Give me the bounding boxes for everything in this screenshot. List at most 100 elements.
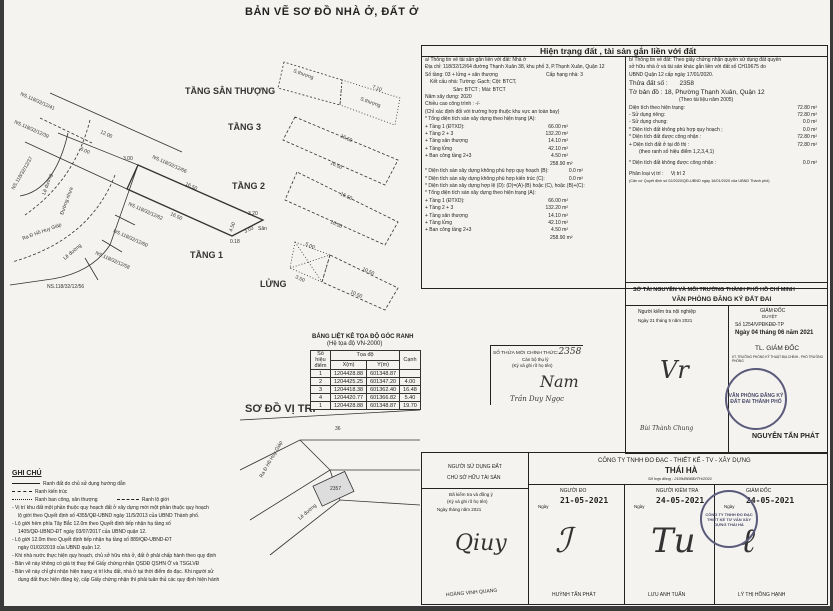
neighbor-label: NS.118/32/12/66 — [151, 154, 188, 175]
signature: Tu — [651, 521, 696, 561]
svg-text:36: 36 — [335, 426, 341, 432]
plot-rooftop — [277, 61, 343, 106]
svg-text:3.50: 3.50 — [294, 274, 306, 284]
note-item: - Bản vẽ này chỉ ghi nhận hiện trạng vị … — [12, 569, 214, 575]
status-panel — [421, 45, 828, 289]
svg-text:16.50: 16.50 — [184, 181, 198, 192]
note-item: - Vị trí khu đất một phần thuộc quy hoạc… — [12, 505, 209, 511]
svg-text:16.50: 16.50 — [329, 160, 343, 171]
svg-text:0.18: 0.18 — [230, 239, 240, 245]
svg-text:16.50: 16.50 — [339, 133, 353, 144]
sign-date: 24-05-2021 — [746, 496, 795, 505]
road-edge — [9, 164, 139, 286]
sign-date: 21-05-2021 — [560, 496, 609, 505]
area-row: + Tầng 1 (ĐTXD):66.00 m² — [425, 123, 568, 130]
land-area-row: - Sử dụng riêng:72.80 m² — [629, 112, 817, 119]
label-rooftop: TẦNG SÂN THƯỢNG — [185, 85, 275, 96]
land-area-row: * Diện tích đất không phù hợp quy hoạch … — [629, 126, 817, 133]
note-item: - Lộ giới 12.0m theo Quyết định tiếp nhậ… — [12, 537, 172, 543]
signer-name: HUỲNH TẤN PHÁT — [552, 592, 596, 598]
asset-info: a/ Thông tin về tài sản gắn liền với đất… — [425, 57, 623, 242]
neighbor-label: NS.118/32/12/58 — [94, 250, 131, 271]
location-map-lines — [239, 409, 421, 556]
signature: ℐ — [555, 521, 571, 561]
document-title: BẢN VẼ SƠ ĐỒ NHÀ Ở, ĐẤT Ở — [245, 6, 419, 18]
officer-name: Trần Duy Ngọc — [510, 395, 565, 403]
road-label: Đường nhựa — [59, 186, 75, 215]
svg-text:3.03: 3.03 — [243, 225, 255, 235]
neighbor-label: NS.118/32/12/41 — [19, 91, 56, 112]
inspector-signature: Vr — [660, 356, 689, 384]
signer-role: NGƯỜI ĐO — [560, 488, 587, 494]
svg-text:4.50: 4.50 — [228, 221, 237, 232]
road-edge — [19, 132, 69, 197]
svg-text:16.50: 16.50 — [329, 219, 343, 230]
location-map-parcel — [312, 470, 355, 507]
note-item: 1405/QĐ-UBND-ĐT ngày 03/07/2017 của UBND… — [18, 529, 147, 535]
neighbor-label: NS.118/32/12/60 — [112, 228, 149, 249]
signer-name: LÝ THỊ HỒNG HẠNH — [738, 592, 786, 598]
neighbor-label: NS.118/32/12/62 — [127, 201, 164, 222]
note-item: - Lộ giới hẻm phía Tây Bắc 12.0m theo Qu… — [12, 521, 171, 527]
neighbor-label: NS.118/32/12/56 — [47, 284, 84, 290]
svg-text:16.50: 16.50 — [169, 211, 183, 222]
svg-text:Lê đường: Lê đường — [297, 503, 318, 522]
inspector-name: Bùi Thành Chung — [640, 425, 694, 432]
svg-text:S.thượng: S.thượng — [359, 96, 381, 109]
neighbor-label: NS.118/32/12/39 — [13, 119, 50, 140]
plot-floor-3 — [282, 116, 399, 186]
owner-signature: Qiuy — [455, 531, 507, 556]
land-info: b/ Thông tin về đất: Theo giấy chứng nhậ… — [629, 57, 825, 186]
approval-number: Số 1254/VPĐKĐĐ-TP — [735, 322, 784, 328]
land-area-row: Diện tích theo hiện trạng:72.80 m² — [629, 104, 817, 111]
notes-title: GHI CHÚ — [12, 470, 42, 477]
svg-text:3.00: 3.00 — [123, 156, 133, 162]
road-centerline — [11, 174, 116, 263]
label-floor-3: TẦNG 3 — [228, 122, 261, 132]
legend-item: Ranh ban công, sân thượng Ranh lộ giới — [12, 496, 247, 504]
note-item: lộ giới theo Quyết định số 4355/QĐ-UBND … — [18, 513, 200, 519]
svg-text:6.00: 6.00 — [79, 146, 91, 156]
parcel-stamp-box — [490, 345, 583, 405]
svg-text:2357: 2357 — [330, 486, 341, 492]
svg-text:Sân: Sân — [258, 226, 267, 232]
director-name: NGUYỄN TẤN PHÁT — [752, 433, 820, 440]
land-area-row: - Sử dụng chung:0.0 m² — [629, 119, 817, 126]
legend-item: Ranh kiến trúc — [12, 488, 247, 496]
notes-section: GHI CHÚ Ranh đất do chủ sử dụng hướng dẫ… — [12, 470, 247, 584]
land-area-row: * Diện tích đất được công nhận :72.80 m² — [629, 134, 817, 141]
note-item: - Bản vẽ này không có giá trị thay thế G… — [12, 561, 200, 567]
svg-text:12.00: 12.00 — [99, 129, 113, 140]
svg-text:16.50: 16.50 — [339, 191, 353, 202]
road-label: Rạ Đ Hồ Huy Giáp — [22, 222, 63, 242]
location-map-title: SƠ ĐỒ VỊ TRÍ — [245, 402, 316, 415]
svg-text:3.20: 3.20 — [248, 211, 258, 217]
area-row: + Tầng 1 (ĐTXD):66.00 m² — [425, 197, 568, 204]
road-label: Lề đường — [62, 243, 83, 262]
plot-floor-1 — [126, 164, 265, 237]
status-header: Hiện trạng đất , tài sản gắn liền với đấ… — [540, 46, 697, 56]
dim-line — [57, 132, 139, 166]
boundary-line — [49, 92, 183, 153]
label-floor-1: TẦNG 1 — [190, 250, 223, 260]
label-floor-2: TẦNG 2 — [232, 181, 265, 191]
label-mezzanine: LỬNG — [260, 278, 286, 289]
svg-text:5.00: 5.00 — [304, 241, 316, 251]
plot-mezzanine-void — [289, 241, 331, 283]
signer-role: GIÁM ĐỐC — [746, 488, 772, 494]
road-centerline — [24, 119, 91, 216]
plot-mezzanine — [321, 254, 399, 311]
legend-item: Ranh đất do chủ sử dụng hướng dẫn — [12, 480, 247, 488]
note-item: ngày 01/02/2019 của UBND quận 12. — [18, 545, 102, 551]
